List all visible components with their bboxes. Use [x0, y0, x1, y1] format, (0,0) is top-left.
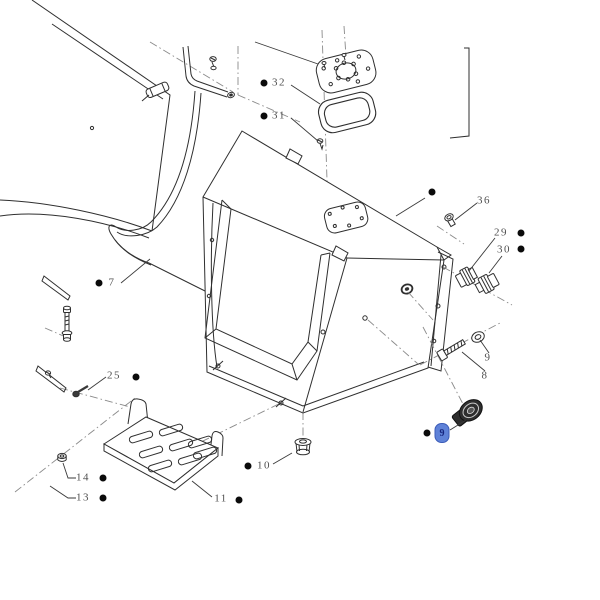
callout-dot-14: [99, 474, 107, 482]
cap-part: [451, 399, 483, 427]
callout-label-10[interactable]: 10: [257, 459, 271, 472]
callout-label-25[interactable]: 25: [107, 369, 121, 382]
callout-dot-25: [132, 373, 140, 381]
fitting-30: [474, 273, 500, 294]
callout-dot-tank: [428, 188, 436, 196]
upper-rod: [141, 45, 235, 102]
callout-label-31[interactable]: 31: [272, 109, 286, 122]
nut-14: [57, 452, 67, 462]
gasket-screw: [316, 138, 324, 151]
left-fasteners: [35, 275, 89, 462]
centerlines-over: [367, 225, 513, 405]
callout-label-9-highlighted[interactable]: 9: [434, 423, 450, 443]
callout-dot-10: [244, 462, 252, 470]
fitting-29: [455, 266, 479, 288]
callout-label-29[interactable]: 29: [494, 226, 508, 239]
support-strap: [108, 90, 210, 294]
side-panel: [0, 0, 171, 239]
callout-dot-11: [235, 496, 243, 504]
step-ear-left: [127, 398, 149, 425]
vertical-bolt: [61, 305, 73, 342]
ridge-tab-1: [285, 148, 303, 165]
callout-dot-13: [99, 494, 107, 502]
filler-port: [323, 201, 369, 234]
tank-right-flange: [427, 251, 454, 372]
thin-strip-upper: [41, 275, 71, 301]
sleeve: [145, 81, 170, 99]
bracket-outline: [449, 47, 470, 139]
bolt-25: [72, 385, 89, 398]
highlighted-number: 9: [439, 427, 445, 439]
callout-label-11[interactable]: 11: [214, 492, 228, 505]
bolt-8: [436, 338, 466, 362]
cover-plate: [315, 49, 377, 94]
ridge-tab-2: [331, 245, 349, 262]
plate-screw-b: [341, 53, 347, 61]
step-plate: [103, 398, 224, 491]
callout-label-7[interactable]: 7: [108, 276, 116, 289]
callout-dot-7: [95, 279, 103, 287]
callout-label-36[interactable]: 36: [477, 194, 491, 207]
right-fasteners: [436, 213, 500, 362]
callout-dot-9: [423, 429, 431, 437]
plate-screw-a: [321, 61, 327, 69]
small-screw-top: [209, 56, 217, 71]
callout-label-9-upper[interactable]: 9: [484, 351, 492, 364]
leader-lines: [49, 41, 503, 499]
bolt-36: [444, 213, 456, 228]
washer-9: [471, 331, 485, 343]
drain-plug: [294, 438, 312, 456]
gasket: [317, 91, 377, 134]
rod-end-screw: [227, 91, 235, 99]
callout-dot-30: [517, 245, 525, 253]
callout-dot-31: [260, 112, 268, 120]
callout-label-30[interactable]: 30: [497, 243, 511, 256]
callout-label-13[interactable]: 13: [76, 491, 90, 504]
callout-dot-29: [517, 229, 525, 237]
tiny-screw: [44, 370, 52, 379]
tank-body: [202, 130, 454, 414]
callout-label-8[interactable]: 8: [481, 369, 489, 382]
callout-label-14[interactable]: 14: [76, 471, 90, 484]
thin-strip-lower: [35, 365, 67, 393]
callout-label-32[interactable]: 32: [272, 76, 286, 89]
callout-dot-32: [260, 79, 268, 87]
grommet: [400, 283, 414, 295]
